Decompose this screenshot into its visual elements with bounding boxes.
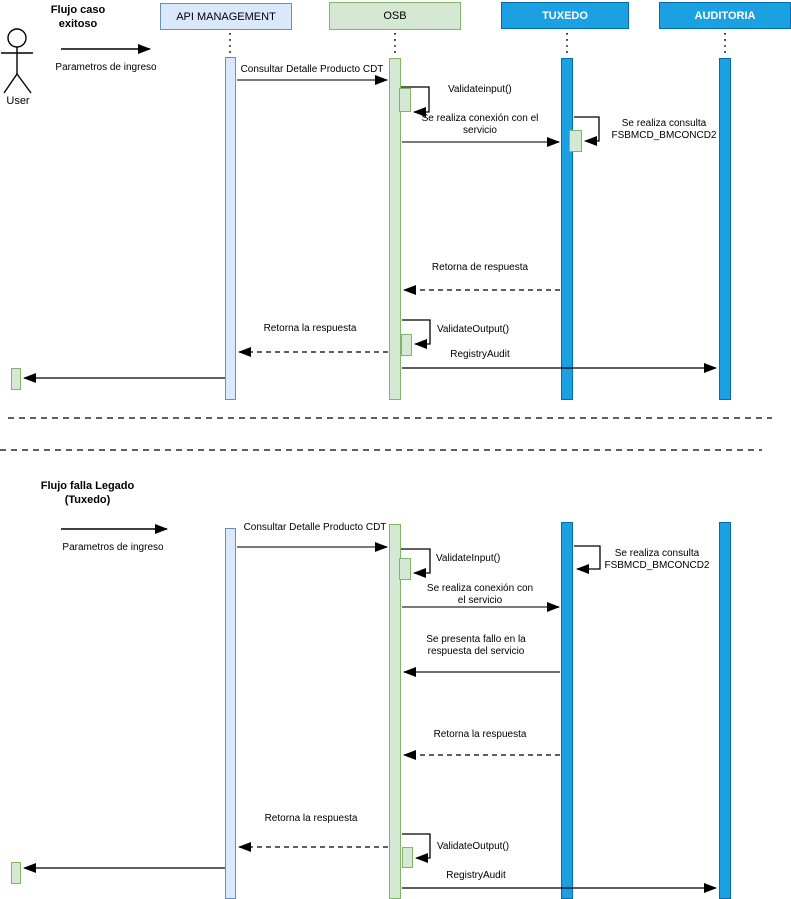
- activation-tuxedo-query-s1: [569, 130, 582, 152]
- arrow-consulta-legacy-loop-s2: [574, 545, 601, 574]
- actor-api-management: API MANAGEMENT: [160, 3, 292, 30]
- activation-validateoutput-s1: [401, 334, 412, 356]
- activation-user-s2: [11, 862, 21, 884]
- msg-retorna-la-respuesta-s1: Retorna la respuesta: [263, 323, 357, 334]
- msg-fallo-s2: Se presenta fallo en la respuesta del se…: [426, 634, 526, 657]
- msg-registry-audit-s2: RegistryAudit: [446, 870, 506, 881]
- msg-validateoutput-s1: ValidateOutput(): [437, 324, 510, 335]
- msg-validateoutput-s2: ValidateOutput(): [437, 841, 510, 852]
- msg-retorna-tuxedo-s2: Retorna la respuesta: [433, 729, 527, 740]
- msg-conexion-s2: Se realiza conexión con el servicio: [426, 583, 534, 606]
- msg-consultar-s2: Consultar Detalle Producto CDT: [243, 522, 387, 533]
- actor-auditoria-label: AUDITORIA: [694, 9, 756, 22]
- section2-trigger-label: Parametros de ingreso: [62, 542, 164, 553]
- section2-title: Flujo falla Legado (Tuxedo): [40, 480, 135, 506]
- lifeline-bar-api-s2: [225, 528, 236, 899]
- actor-osb-label: OSB: [383, 10, 407, 22]
- msg-validateinput-s2: ValidateInput(): [436, 553, 501, 564]
- lifeline-bar-api-s1: [225, 57, 236, 400]
- actor-auditoria: AUDITORIA: [659, 2, 791, 29]
- msg-conexion-s1: Se realiza conexión con el servicio: [421, 113, 539, 136]
- lifeline-bar-auditoria-s2: [719, 522, 731, 899]
- msg-consultar-s1: Consultar Detalle Producto CDT: [240, 64, 384, 75]
- lifeline-bar-osb-s1: [389, 58, 401, 400]
- lifeline-bar-osb-s2: [389, 524, 401, 899]
- section1-trigger-label: Parametros de ingreso: [55, 62, 157, 73]
- msg-consulta-legacy-s2: Se realiza consulta FSBMCD_BMCONCD2: [604, 548, 710, 571]
- section1-title: Flujo caso exitoso: [50, 4, 106, 30]
- activation-user-s1: [11, 368, 21, 390]
- lifeline-bar-tuxedo-s1: [561, 58, 573, 400]
- msg-retorna-api-s2: Retorna la respuesta: [264, 813, 358, 824]
- actor-tuxedo: TUXEDO: [501, 2, 629, 29]
- actor-api-label: API MANAGEMENT: [176, 10, 276, 23]
- lifeline-bar-auditoria-s1: [719, 58, 731, 400]
- user-actor-label: User: [6, 95, 30, 107]
- msg-consulta-legacy-s1: Se realiza consulta FSBMCD_BMCONCD2: [611, 118, 717, 141]
- user-actor-icon: [1, 28, 33, 94]
- msg-retorna-respuesta-s1: Retorna de respuesta: [431, 262, 529, 273]
- actor-osb: OSB: [329, 2, 461, 30]
- activation-validateinput-s2: [399, 558, 411, 580]
- msg-validateinput-s1: Validateinput(): [448, 84, 512, 95]
- activation-validateoutput-s2: [402, 847, 413, 868]
- lifeline-bar-tuxedo-s2: [561, 522, 573, 899]
- msg-registry-audit-s1: RegistryAudit: [450, 349, 510, 360]
- actor-tuxedo-label: TUXEDO: [542, 9, 588, 22]
- activation-validateinput-s1: [399, 88, 411, 112]
